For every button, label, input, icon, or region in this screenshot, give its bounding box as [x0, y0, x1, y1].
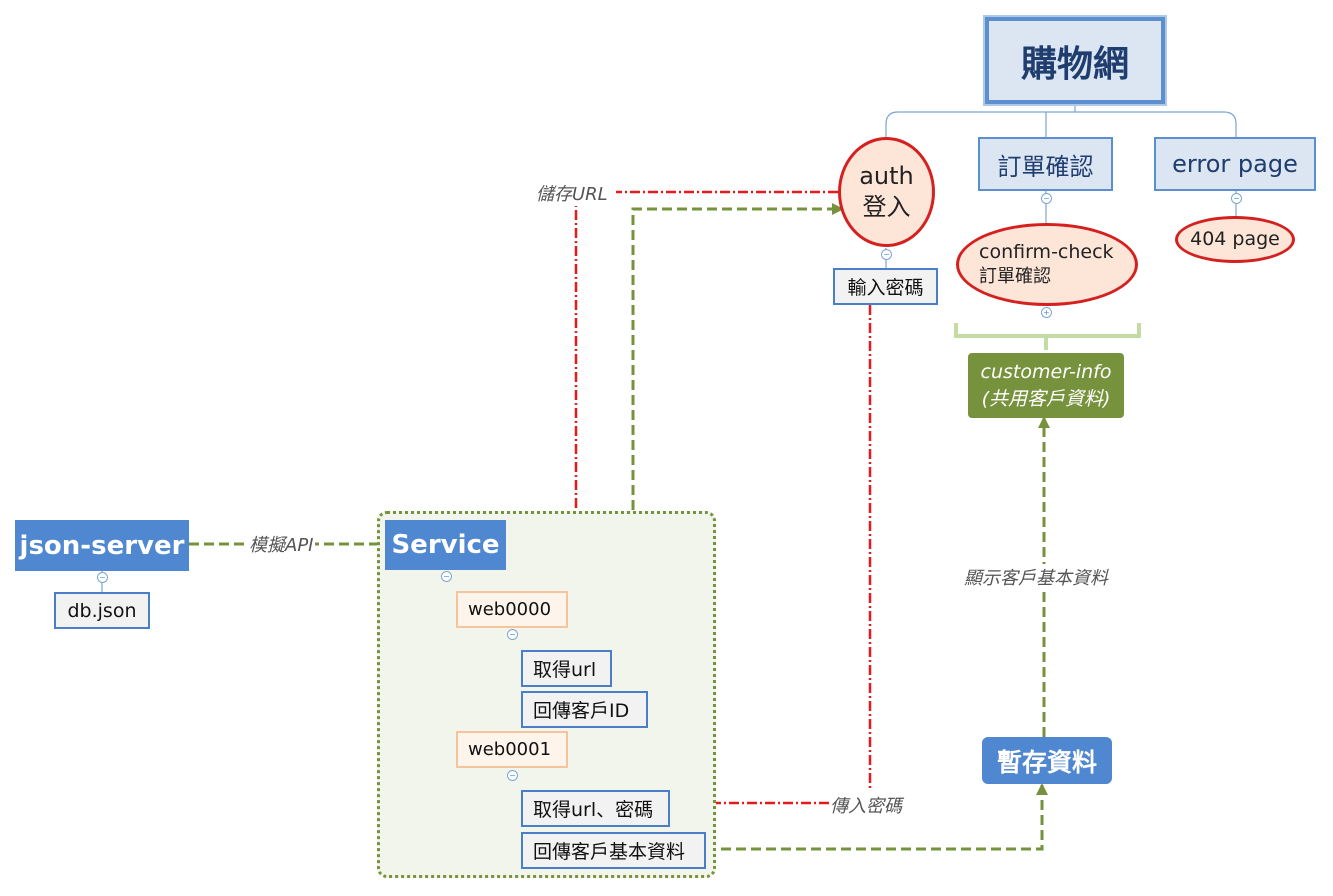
- confirm-check-sublabel: 訂單確認: [979, 266, 1051, 288]
- db-json-node[interactable]: db.json: [54, 592, 150, 629]
- customer-info-label: customer-info: [980, 360, 1112, 383]
- collapse-toggle-icon[interactable]: −: [1041, 193, 1052, 204]
- return-customer-basic-node[interactable]: 回傳客戶基本資料: [521, 832, 706, 869]
- green-arrow-to-store: [706, 783, 1048, 851]
- order-confirm-node[interactable]: 訂單確認: [978, 137, 1113, 191]
- collapse-toggle-icon[interactable]: −: [1231, 193, 1242, 204]
- expand-toggle-icon[interactable]: +: [1041, 307, 1052, 318]
- get-url-password-node[interactable]: 取得url、密碼: [521, 790, 670, 827]
- get-url-node[interactable]: 取得url: [521, 650, 612, 687]
- collapse-toggle-icon[interactable]: −: [97, 572, 108, 583]
- customer-info-sublabel: (共用客戶資料): [981, 387, 1111, 410]
- collapse-toggle-icon[interactable]: −: [441, 571, 452, 582]
- collapse-toggle-icon[interactable]: −: [507, 770, 518, 781]
- root-tree-line: [885, 104, 1237, 137]
- edge-label-show-customer: 顯示客戶基本資料: [964, 564, 1108, 590]
- root-node[interactable]: 購物網: [983, 15, 1167, 106]
- temp-store-node[interactable]: 暫存資料: [982, 737, 1112, 784]
- web0000-node[interactable]: web0000: [456, 591, 568, 628]
- auth-node[interactable]: auth 登入: [838, 137, 935, 247]
- customer-info-node[interactable]: customer-info (共用客戶資料): [968, 353, 1124, 418]
- green-arrow-return-id: [631, 203, 844, 690]
- auth-label: auth: [859, 161, 914, 190]
- confirm-check-label: confirm-check: [979, 241, 1114, 264]
- auth-sublabel: 登入: [862, 193, 911, 221]
- confirm-check-node[interactable]: confirm-check 訂單確認: [956, 223, 1138, 306]
- input-password-node[interactable]: 輸入密碼: [833, 268, 938, 305]
- page-404-node[interactable]: 404 page: [1175, 216, 1295, 263]
- collapse-toggle-icon[interactable]: −: [881, 249, 892, 260]
- edge-label-mock-api: 模擬API: [247, 531, 316, 557]
- json-server-node[interactable]: json-server: [15, 520, 189, 571]
- summary-bracket: [954, 323, 1141, 350]
- error-page-node[interactable]: error page: [1154, 137, 1316, 191]
- service-node[interactable]: Service: [385, 520, 506, 570]
- web0001-node[interactable]: web0001: [456, 731, 568, 768]
- edge-label-pass-password: 傳入密碼: [830, 792, 902, 818]
- return-customer-id-node[interactable]: 回傳客戶ID: [521, 691, 648, 728]
- collapse-toggle-icon[interactable]: −: [507, 629, 518, 640]
- edge-label-store-url: 儲存URL: [536, 180, 608, 206]
